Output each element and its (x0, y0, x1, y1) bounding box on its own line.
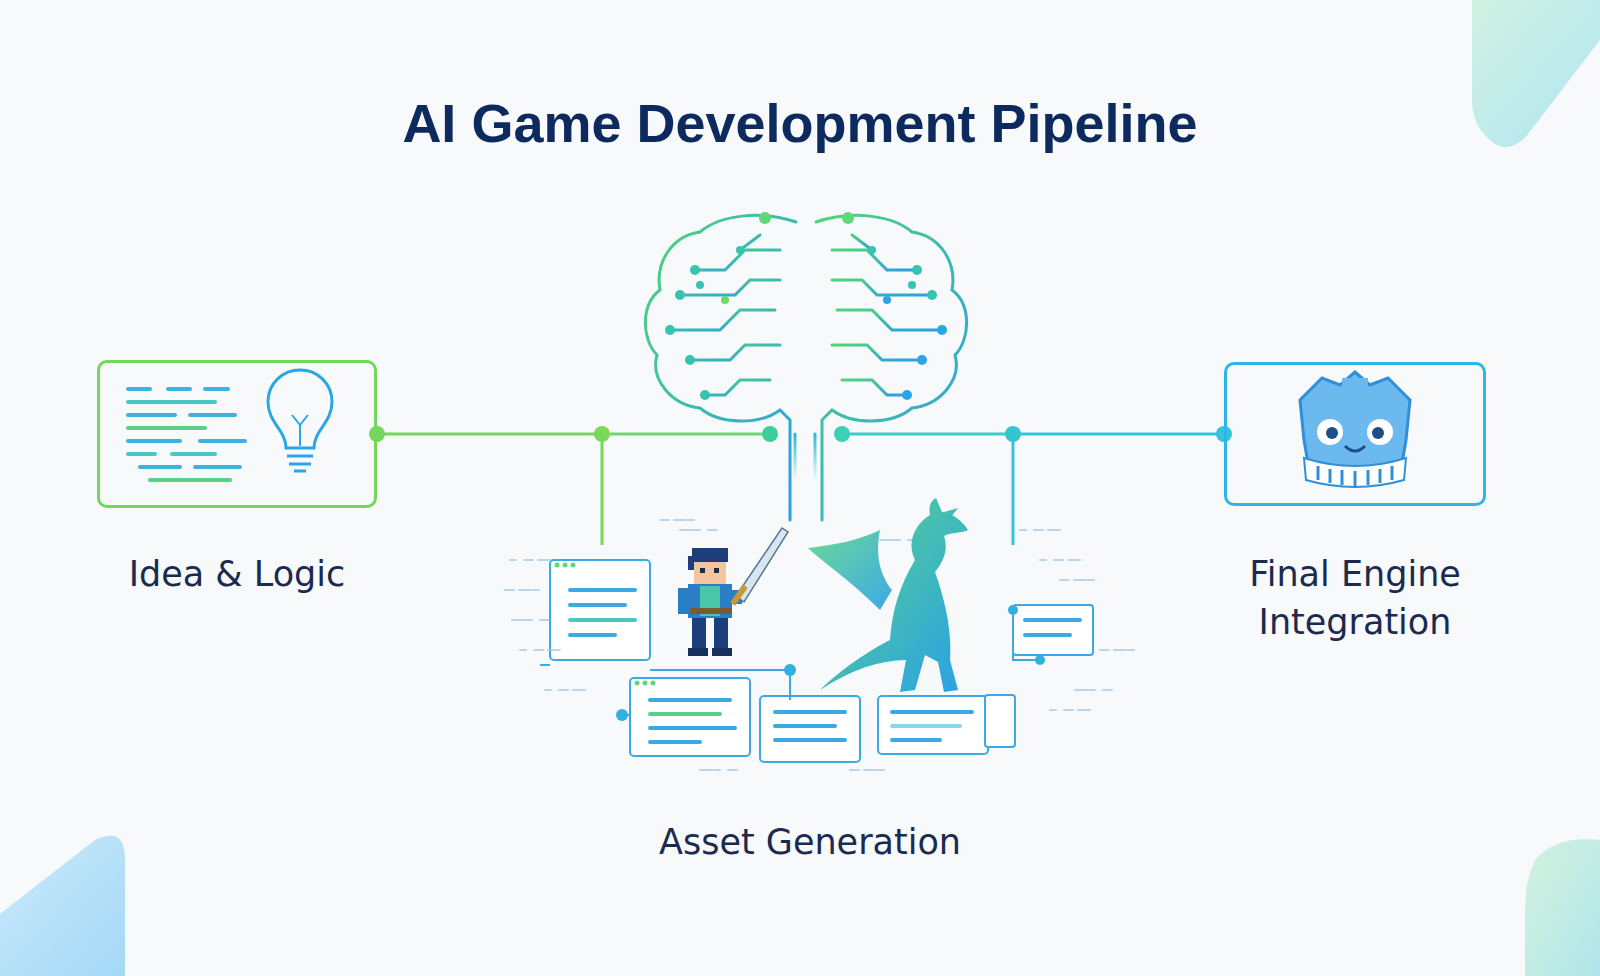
junction-dot (369, 426, 385, 442)
pipeline-connector (1013, 434, 1224, 545)
stage-label: Final Engine Integration (1195, 550, 1515, 646)
stage-region: Asset Generation (540, 545, 1080, 870)
pipeline-connector (377, 434, 602, 545)
stage-box: Final Engine Integration (1224, 362, 1486, 506)
stage-box: Idea & Logic (97, 360, 377, 508)
diagram-title: AI Game Development Pipeline (0, 92, 1600, 154)
stage-outline (1224, 362, 1486, 506)
stage-label: Asset Generation (560, 818, 1060, 866)
stage-label: Idea & Logic (77, 550, 397, 598)
stage-outline (97, 360, 377, 508)
stage-area (540, 545, 1080, 546)
